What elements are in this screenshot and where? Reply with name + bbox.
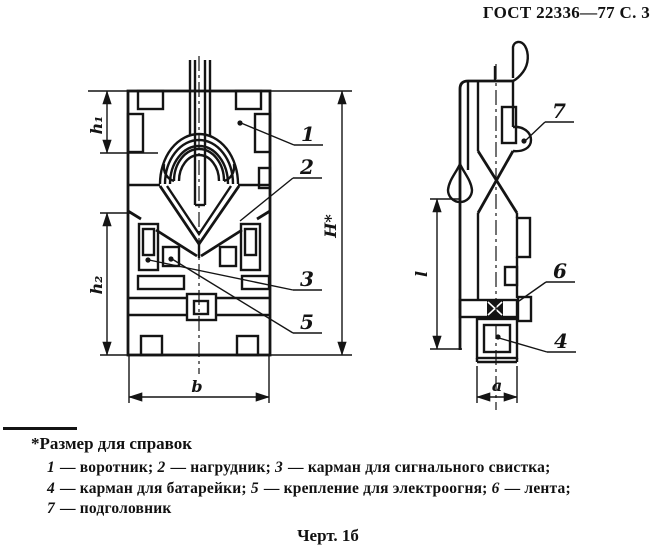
legend-item-number: 3 bbox=[275, 459, 283, 476]
callout-6: 6 bbox=[553, 259, 567, 283]
legend-item-text: — воротник; bbox=[55, 459, 158, 476]
legend-item-text: — крепление для электроогня; bbox=[259, 479, 492, 497]
callout-3: 3 bbox=[300, 267, 314, 291]
side-slot-low bbox=[503, 265, 519, 287]
page-header: ГОСТ 22336—77 С. 3 bbox=[482, 3, 650, 22]
strap-crossing bbox=[476, 150, 519, 300]
side-callouts: 7 6 4 bbox=[495, 99, 576, 353]
legend-item-text: — подголовник bbox=[55, 500, 172, 517]
footnote-rule bbox=[3, 427, 77, 430]
legend-item-number: 5 bbox=[250, 479, 259, 497]
side-view: l a 7 6 4 bbox=[412, 40, 576, 410]
legend-line: 4 — карман для батарейки; 5 — крепление … bbox=[47, 479, 647, 500]
legend-line: 1 — воротник; 2 — нагрудник; 3 — карман … bbox=[47, 458, 647, 479]
legend: 1 — воротник; 2 — нагрудник; 3 — карман … bbox=[47, 458, 647, 520]
dim-label-H: H* bbox=[321, 214, 340, 239]
belt-buckle bbox=[185, 292, 218, 322]
battery-pocket bbox=[475, 317, 519, 364]
dim-label-b: b bbox=[191, 377, 202, 396]
callout-4: 4 bbox=[554, 329, 568, 353]
callout-1: 1 bbox=[301, 122, 315, 146]
legend-item-number: 6 bbox=[491, 479, 500, 497]
callout-5: 5 bbox=[300, 310, 314, 334]
legend-item-number: 1 bbox=[47, 459, 55, 476]
dim-label-a: a bbox=[492, 376, 502, 395]
front-callouts: 1 2 3 5 bbox=[145, 120, 323, 334]
legend-item-text: — нагрудник; bbox=[166, 459, 276, 476]
front-view: h₁ h₂ H* b 1 2 3 5 bbox=[87, 56, 352, 403]
dim-label-h2: h₂ bbox=[87, 276, 106, 295]
legend-item-text: — карман для сигнального свистка; bbox=[283, 459, 551, 476]
legend-item-number: 2 bbox=[157, 459, 166, 476]
legend-item-text: — карман для батарейки; bbox=[55, 479, 251, 497]
side-slot-mid bbox=[515, 216, 532, 259]
footnote-text: *Размер для справок bbox=[31, 434, 193, 453]
side-dimensions bbox=[430, 198, 518, 403]
side-slot-top bbox=[500, 105, 518, 145]
front-dimensions bbox=[88, 90, 352, 403]
legend-item-text: — лента; bbox=[500, 479, 571, 497]
legend-line: 7 — подголовник bbox=[47, 499, 647, 520]
drawing-caption: Черт. 1б bbox=[297, 526, 359, 545]
headrest-flap bbox=[511, 40, 529, 83]
legend-item-number: 4 bbox=[47, 479, 55, 497]
headrest-roll bbox=[512, 125, 533, 153]
front-slots bbox=[126, 89, 272, 190]
legend-item-number: 7 bbox=[47, 500, 55, 517]
front-pockets bbox=[136, 222, 271, 357]
tape-band bbox=[458, 295, 533, 323]
dim-label-l: l bbox=[412, 271, 431, 277]
neck-strap bbox=[188, 60, 212, 207]
dim-label-h1: h₁ bbox=[87, 116, 106, 135]
callout-7: 7 bbox=[552, 99, 566, 123]
waist-belt bbox=[128, 292, 270, 322]
strap-loop bbox=[446, 161, 474, 204]
callout-2: 2 bbox=[299, 155, 314, 179]
